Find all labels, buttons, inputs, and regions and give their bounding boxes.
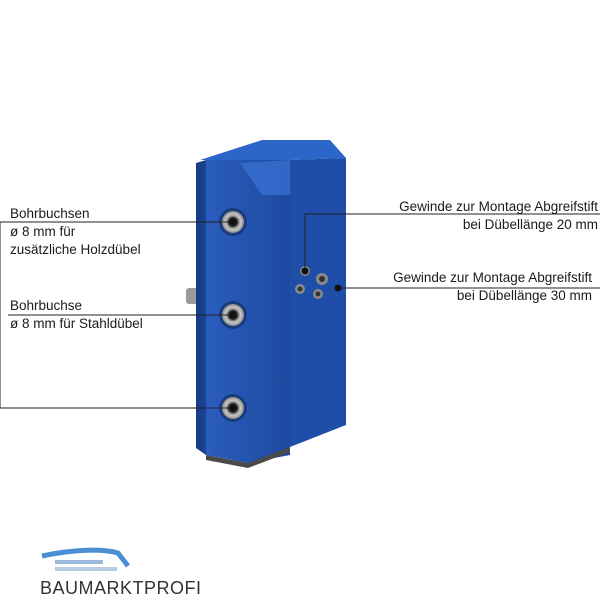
brand-logo: BAUMARKTPROFI: [40, 578, 202, 598]
callout-lines-left: [0, 221, 233, 409]
block-bottom: [206, 447, 290, 468]
callout-bushing-steel: Bohrbuchse ø 8 mm für Stahldübel: [10, 297, 143, 333]
callout-dot: [229, 218, 237, 226]
block-front: [206, 160, 290, 463]
callout-thread-30: Gewinde zur Montage Abgreifstift bei Düb…: [393, 269, 592, 305]
callout-bushings-wood: Bohrbuchsen ø 8 mm für zusätzliche Holzd…: [10, 205, 141, 259]
callout-text: Gewinde zur Montage Abgreifstift: [399, 199, 598, 214]
block-side: [196, 160, 206, 455]
callout-text: Gewinde zur Montage Abgreifstift: [393, 270, 592, 285]
block-top: [200, 140, 346, 160]
callout-text: bei Dübellänge 30 mm: [456, 288, 592, 303]
block-bevel: [240, 160, 290, 195]
callout-text: ø 8 mm für Stahldübel: [10, 316, 143, 331]
block-step: [290, 158, 346, 447]
callout-lines-right: [304, 213, 600, 289]
logo-mark: [41, 547, 130, 571]
callout-dot: [334, 284, 342, 292]
callout-text: zusätzliche Holzdübel: [10, 242, 141, 257]
callout-text: bei Dübellänge 20 mm: [462, 217, 598, 232]
callout-text: ø 8 mm für: [10, 224, 76, 239]
callout-dot: [229, 404, 237, 412]
callout-dot: [229, 311, 237, 319]
callout-text: Bohrbuchsen: [10, 206, 90, 221]
callout-text: Bohrbuchse: [10, 298, 83, 313]
callout-thread-20: Gewinde zur Montage Abgreifstift bei Düb…: [399, 198, 598, 234]
callout-dot: [301, 267, 309, 275]
